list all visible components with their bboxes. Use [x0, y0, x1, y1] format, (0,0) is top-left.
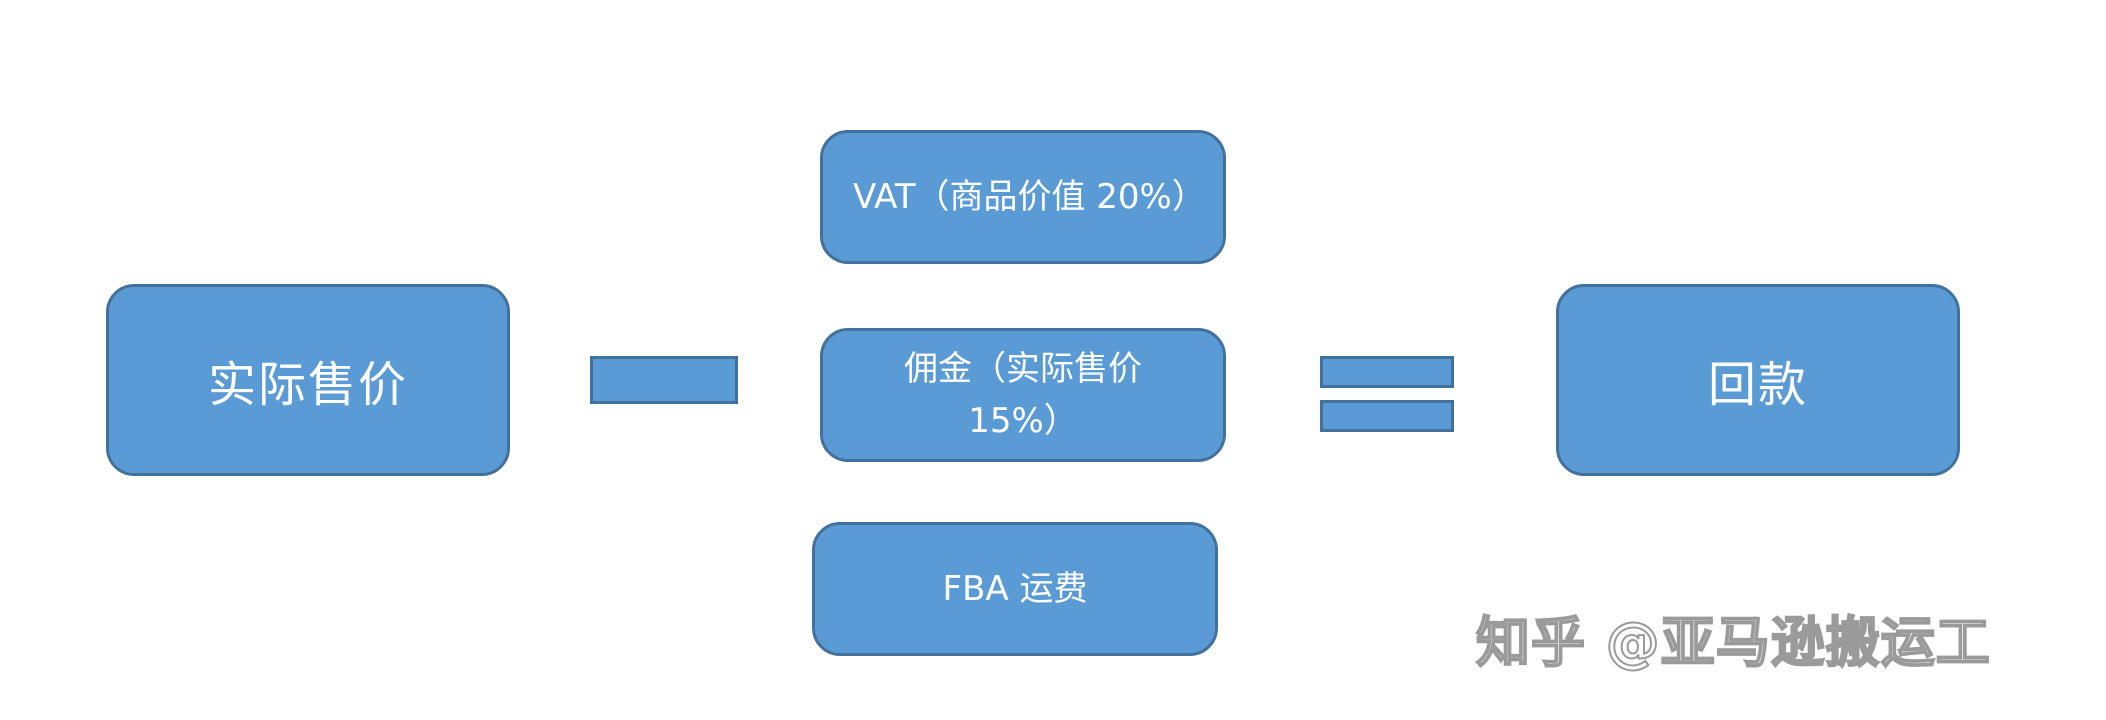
watermark: 知乎 @亚马逊搬运工: [1475, 610, 1991, 675]
commission-label-line1: 佣金（实际售价: [904, 349, 1142, 389]
fba-label: FBA 运费: [942, 569, 1088, 609]
minus-operator: [590, 356, 738, 404]
commission-box: 佣金（实际售价 15%）: [820, 328, 1226, 462]
equals-bar-top: [1320, 356, 1454, 388]
commission-label-line2: 15%）: [968, 401, 1078, 441]
refund-label: 回款: [1707, 357, 1808, 413]
actual-price-label: 实际售价: [207, 357, 408, 413]
commission-text: 佣金（实际售价 15%）: [874, 343, 1172, 447]
actual-price-box: 实际售价: [106, 284, 510, 476]
equals-bar-bottom: [1320, 400, 1454, 432]
vat-label: VAT（商品价值 20%）: [853, 177, 1206, 217]
vat-box: VAT（商品价值 20%）: [820, 130, 1226, 264]
refund-box: 回款: [1556, 284, 1960, 476]
fba-box: FBA 运费: [812, 522, 1218, 656]
